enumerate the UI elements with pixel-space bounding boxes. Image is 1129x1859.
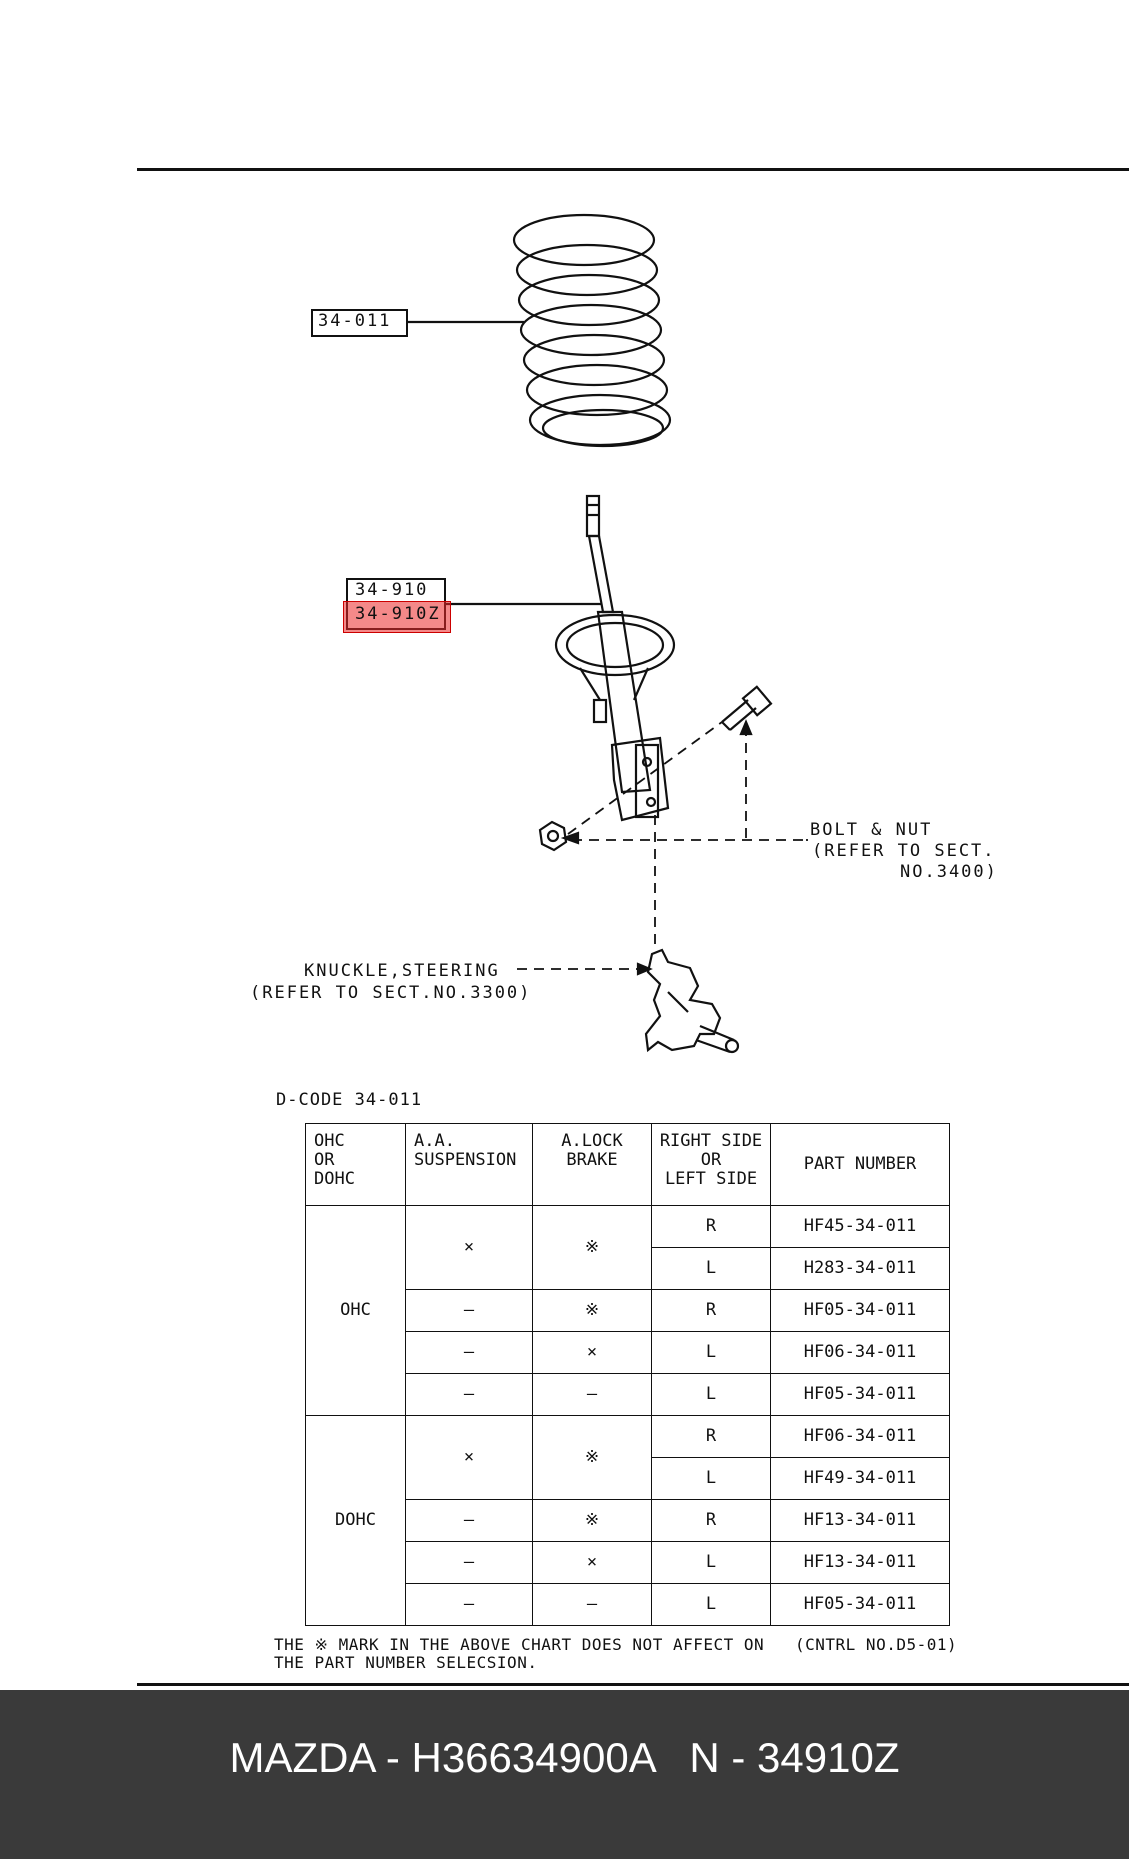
cell-side: R [651, 1289, 771, 1332]
header-suspension: A.A.SUSPENSION [405, 1123, 533, 1206]
arrow-up-icon [739, 719, 753, 736]
coil-spring-icon [512, 213, 672, 448]
cell-side: L [651, 1583, 771, 1626]
cell-brake: × [532, 1331, 652, 1374]
nut-icon [538, 820, 568, 852]
cell-suspension: × [405, 1415, 533, 1500]
knuckle-label: KNUCKLE,STEERING [304, 961, 500, 981]
arrow-right-icon [636, 962, 653, 976]
highlight-box [343, 601, 451, 633]
cell-brake: – [532, 1583, 652, 1626]
cell-side: L [651, 1457, 771, 1500]
control-number: (CNTRL NO.D5-01) [795, 1635, 958, 1654]
bolt-icon [721, 685, 773, 731]
cell-part-number: HF13-34-011 [770, 1541, 950, 1584]
cell-side: L [651, 1331, 771, 1374]
footnote: THE ※ MARK IN THE ABOVE CHART DOES NOT A… [274, 1635, 765, 1672]
cell-side: L [651, 1541, 771, 1584]
bolt-nut-ref-2: NO.3400) [900, 862, 998, 882]
bolt-nut-label: BOLT & NUT [810, 820, 933, 840]
reference-lines [517, 721, 808, 970]
strut-assembly-icon [554, 494, 676, 822]
header-part-number: PART NUMBER [770, 1123, 950, 1206]
cell-brake: – [532, 1373, 652, 1416]
steering-knuckle-icon [644, 948, 740, 1054]
cell-side: R [651, 1499, 771, 1542]
cell-part-number: HF13-34-011 [770, 1499, 950, 1542]
group-ohc: OHC [305, 1205, 406, 1416]
cell-suspension: – [405, 1541, 533, 1584]
cell-part-number: HF05-34-011 [770, 1373, 950, 1416]
bolt-nut-ref-1: (REFER TO SECT. [812, 841, 996, 861]
cell-suspension: – [405, 1289, 533, 1332]
cell-part-number: HF05-34-011 [770, 1289, 950, 1332]
cell-brake: ※ [532, 1289, 652, 1332]
spring-part-label: 34-011 [318, 311, 392, 331]
spring-part-box [311, 309, 408, 337]
knuckle-ref: (REFER TO SECT.NO.3300) [250, 983, 532, 1003]
d-code-label: D-CODE 34-011 [276, 1090, 423, 1110]
exploded-view-diagram [406, 213, 808, 1054]
cell-part-number: HF05-34-011 [770, 1583, 950, 1626]
cell-suspension: – [405, 1373, 533, 1416]
strut-part-label-2: 34-910Z [355, 604, 441, 624]
cell-brake: ※ [532, 1499, 652, 1542]
cell-suspension: – [405, 1583, 533, 1626]
cell-part-number: HF06-34-011 [770, 1415, 950, 1458]
strut-part-label-1: 34-910 [355, 580, 429, 600]
cell-side: L [651, 1247, 771, 1290]
cell-brake: ※ [532, 1415, 652, 1500]
footer-title: MAZDA - H36634900A N - 34910Z [229, 1734, 900, 1781]
footer-bar: MAZDA - H36634900A N - 34910Z [0, 1690, 1129, 1859]
cell-suspension: – [405, 1499, 533, 1542]
cell-brake: × [532, 1541, 652, 1584]
cell-side: R [651, 1415, 771, 1458]
cell-suspension: × [405, 1205, 533, 1290]
cell-side: L [651, 1373, 771, 1416]
cell-brake: ※ [532, 1205, 652, 1290]
cell-part-number: HF06-34-011 [770, 1331, 950, 1374]
group-dohc: DOHC [305, 1415, 406, 1626]
bottom-rule [137, 1683, 1129, 1686]
top-rule [137, 168, 1129, 171]
arrow-left-icon [560, 831, 580, 845]
cell-suspension: – [405, 1331, 533, 1374]
cell-part-number: HF49-34-011 [770, 1457, 950, 1500]
cell-part-number: H283-34-011 [770, 1247, 950, 1290]
cell-side: R [651, 1205, 771, 1248]
cell-part-number: HF45-34-011 [770, 1205, 950, 1248]
